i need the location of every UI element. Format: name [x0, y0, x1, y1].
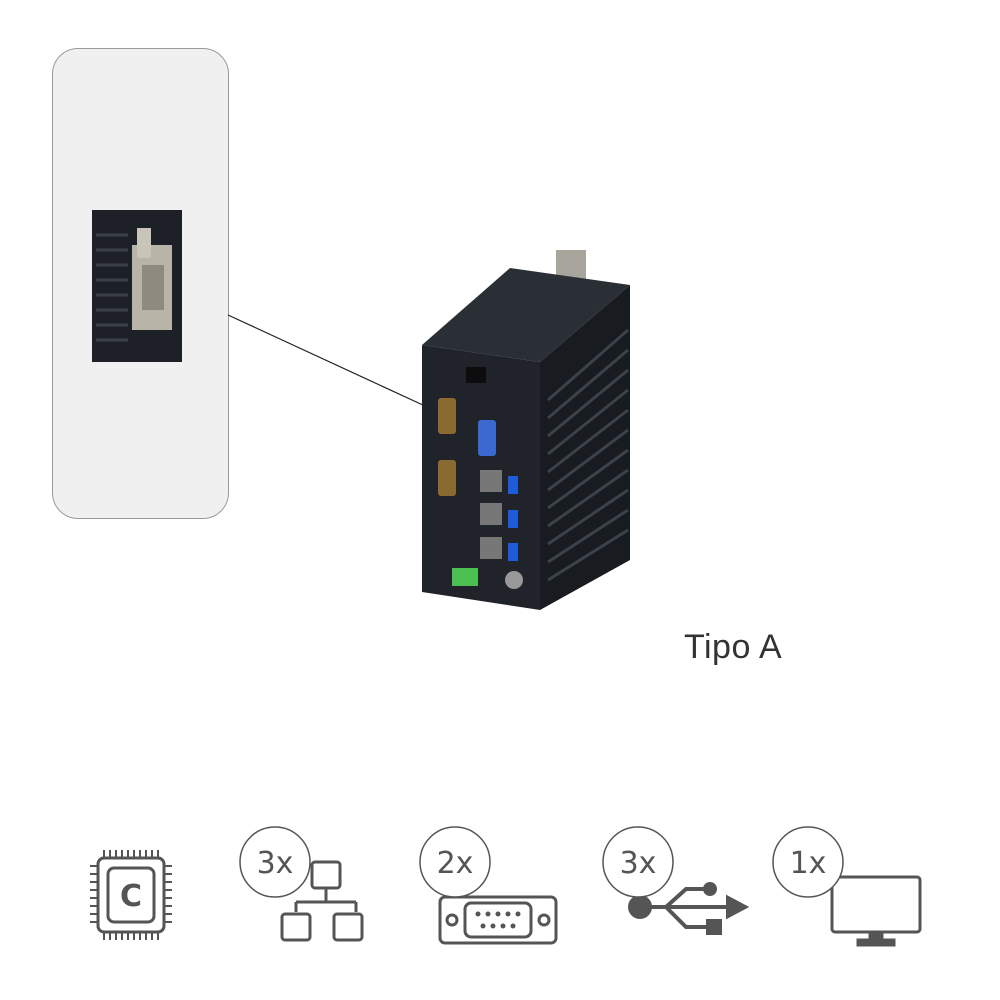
serial-port-icon: 2x — [419, 826, 558, 945]
lan-network-icon: 3x — [239, 826, 364, 942]
usb-count: 3x — [620, 846, 657, 881]
din-rail-back-view-image — [92, 210, 182, 362]
main-device-image — [422, 250, 630, 610]
cpu-icon: C — [90, 850, 172, 940]
callout-line — [227, 314, 426, 407]
model-label: Tipo A — [684, 628, 783, 666]
serial-count: 2x — [437, 846, 474, 881]
svg-text:C: C — [120, 879, 142, 914]
vga-count: 1x — [790, 846, 827, 881]
monitor-icon: 1x — [772, 826, 922, 947]
usb-icon: 3x — [602, 826, 750, 935]
lan-count: 3x — [257, 846, 294, 881]
